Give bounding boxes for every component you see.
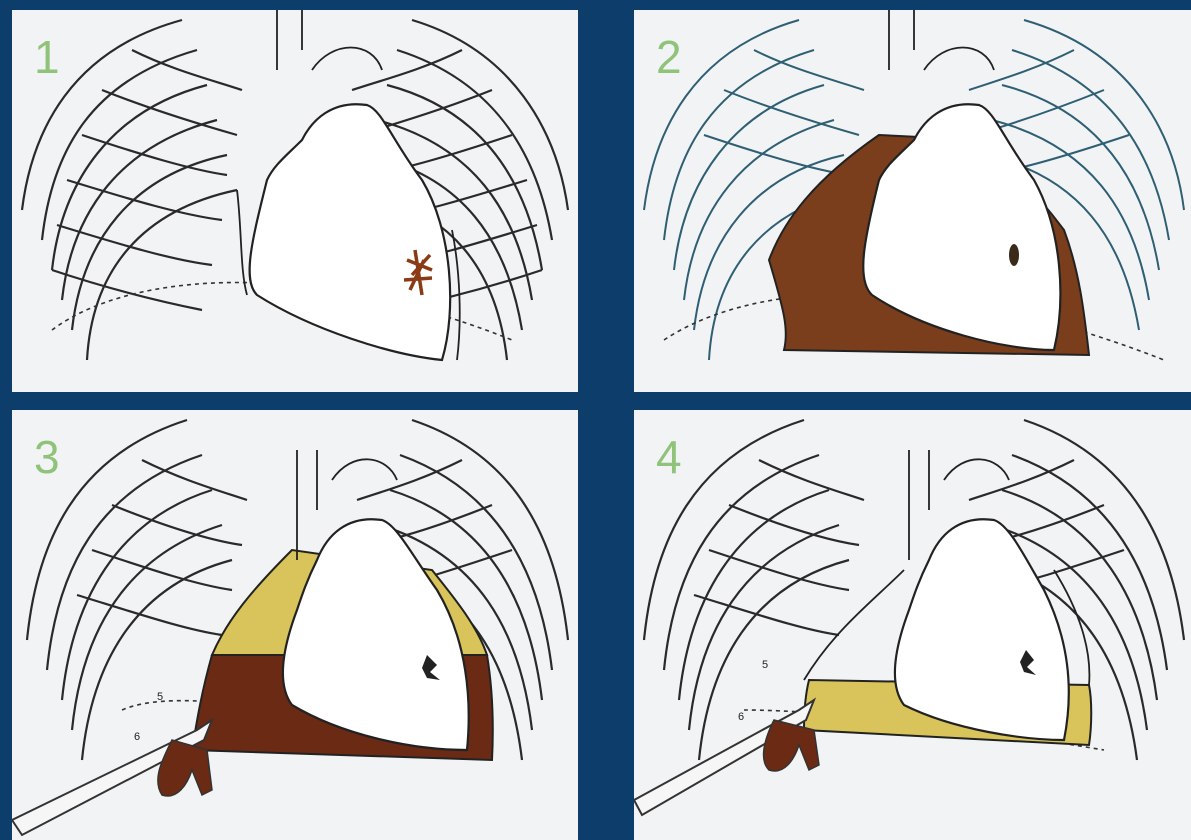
chest-drawing-2 — [634, 10, 1191, 392]
panel-4: 5 6 4 — [634, 410, 1191, 840]
pericardiocentesis-needle — [634, 700, 819, 815]
heart-outline — [237, 10, 460, 360]
wound-mark — [1009, 244, 1019, 266]
panel-2: 2 — [634, 10, 1191, 392]
needle-label-lower: 6 — [738, 711, 744, 723]
needle-label-lower: 6 — [134, 731, 140, 743]
panel-number-2: 2 — [656, 34, 682, 80]
panel-number-3: 3 — [34, 434, 60, 480]
chest-drawing-1 — [12, 10, 578, 392]
chest-drawing-3: 5 6 — [12, 410, 578, 840]
panel-1: 1 — [12, 10, 578, 392]
chest-drawing-4: 5 6 — [634, 410, 1191, 840]
pericardiocentesis-needle — [12, 720, 212, 835]
panel-3: 5 6 3 — [12, 410, 578, 840]
heart-outline — [863, 10, 1060, 350]
needle-label-upper: 5 — [157, 691, 163, 703]
panel-number-4: 4 — [656, 434, 682, 480]
needle-label-upper: 5 — [762, 659, 768, 671]
panel-number-1: 1 — [34, 34, 60, 80]
